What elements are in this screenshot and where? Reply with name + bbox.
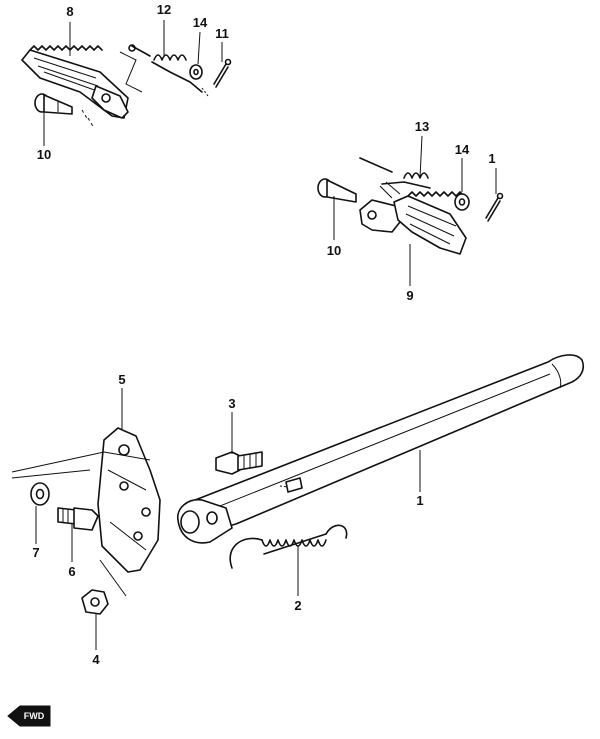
bolt-icon [215, 451, 263, 475]
pivot-icon [177, 498, 233, 544]
stand-bracket [11, 427, 161, 597]
stand-spring-icon [229, 524, 348, 569]
callout-10: 10 [327, 243, 341, 258]
callout-11: 11 [215, 26, 229, 41]
washer-icon [30, 482, 50, 506]
spring-icon [128, 44, 203, 93]
callout-1: 1 [488, 151, 495, 166]
callout-1: 1 [416, 493, 423, 508]
callout-9: 9 [406, 288, 413, 303]
callout-2: 2 [294, 598, 301, 613]
callout-10: 10 [37, 147, 51, 162]
callout-4: 4 [92, 652, 100, 667]
callout-12: 12 [157, 2, 171, 17]
callout-5: 5 [118, 372, 125, 387]
callout-6: 6 [68, 564, 75, 579]
callout-7: 7 [32, 545, 39, 560]
pin-icon [317, 178, 357, 203]
washer-icon [189, 64, 203, 80]
callout-3: 3 [228, 396, 235, 411]
pin-icon [34, 93, 73, 115]
fwd-arrow-icon: FWD [7, 705, 51, 727]
left-footrest-assembly [21, 44, 232, 129]
callout-8: 8 [66, 4, 73, 19]
callout-14: 14 [455, 142, 470, 157]
spring-icon [359, 157, 431, 199]
side-stand [177, 354, 585, 544]
cotter-pin-icon [213, 58, 232, 88]
nut-icon [81, 589, 109, 615]
callout-14: 14 [193, 15, 208, 30]
callout-13: 13 [415, 119, 429, 134]
washer-icon [454, 193, 470, 211]
leader-lines [35, 20, 497, 650]
bolt-icon [57, 507, 99, 531]
cotter-pin-icon [485, 192, 504, 222]
right-footrest-assembly [317, 157, 504, 255]
fwd-label: FWD [24, 711, 45, 721]
